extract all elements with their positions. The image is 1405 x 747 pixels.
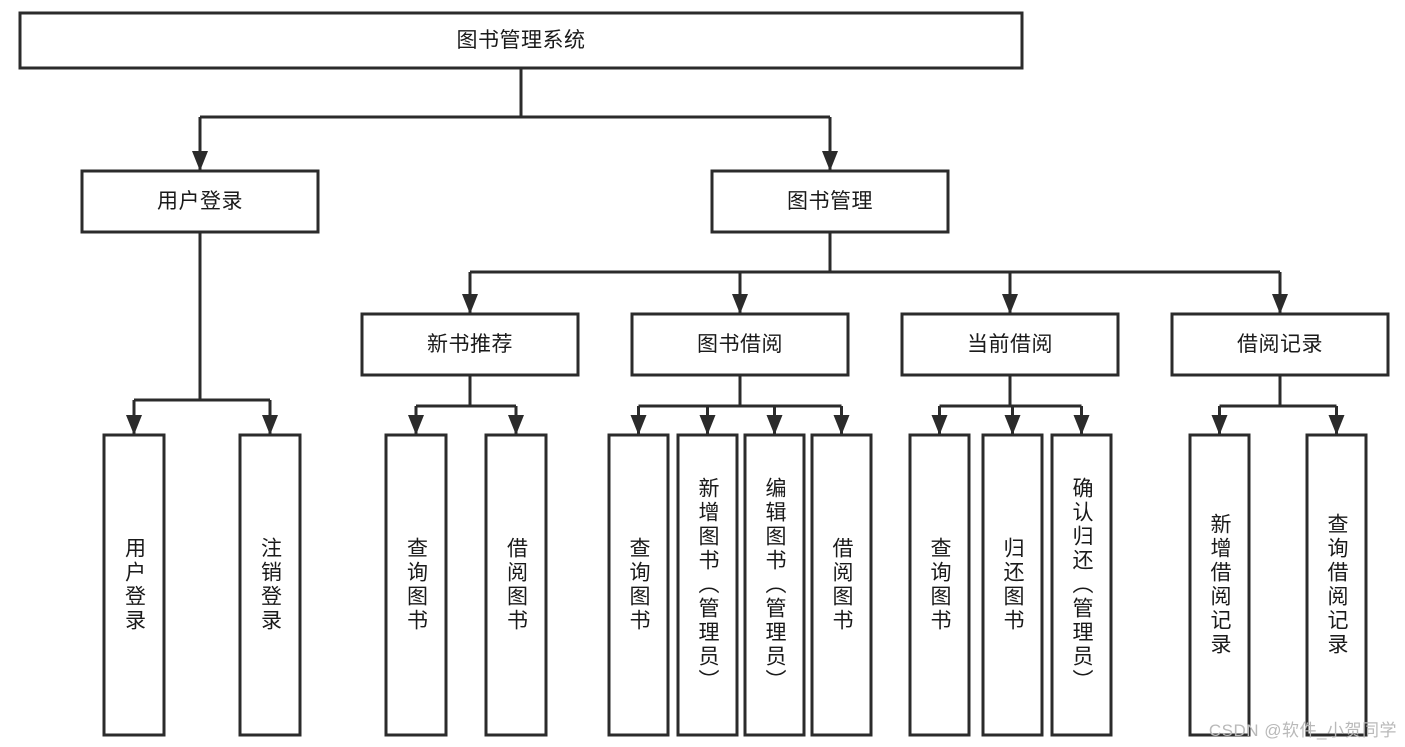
arrow-head-icon [192,151,208,171]
arrow-head-icon [822,151,838,171]
level3-node-box[interactable] [900,312,1120,377]
arrow-head-icon [931,415,948,435]
level2-node-box[interactable] [80,169,320,234]
arrow-head-icon [508,415,524,435]
level3-node-box[interactable] [360,312,580,377]
leaf-node-box[interactable] [1305,433,1368,737]
arrow-head-icon [408,415,424,435]
arrow-head-icon [1002,294,1018,314]
arrow-head-icon [262,415,278,435]
arrow-head-icon [1272,294,1288,314]
leaf-node-box[interactable] [743,433,806,737]
leaf-node-box[interactable] [676,433,739,737]
arrow-head-icon [833,415,850,435]
leaf-node-box[interactable] [810,433,873,737]
leaf-node-box[interactable] [102,433,166,737]
arrow-head-icon [699,415,716,435]
arrow-head-icon [1004,415,1021,435]
boxes-layer [18,11,1390,737]
leaf-node-box[interactable] [981,433,1044,737]
leaf-node-box[interactable] [238,433,302,737]
arrow-head-icon [766,415,783,435]
arrow-head-icon [1073,415,1090,435]
arrow-head-icon [1211,415,1228,435]
leaf-node-box[interactable] [484,433,548,737]
leaf-node-box[interactable] [908,433,971,737]
root-node-box[interactable] [18,11,1024,70]
leaf-node-box[interactable] [607,433,670,737]
arrow-head-icon [126,415,142,435]
leaf-node-box[interactable] [384,433,448,737]
arrow-head-icon [630,415,647,435]
arrow-head-icon [462,294,478,314]
leaf-node-box[interactable] [1188,433,1251,737]
level3-node-box[interactable] [630,312,850,377]
connectors-layer [126,68,1345,435]
leaf-node-box[interactable] [1050,433,1113,737]
level2-node-box[interactable] [710,169,950,234]
level3-node-box[interactable] [1170,312,1390,377]
arrow-head-icon [1328,415,1345,435]
arrow-head-icon [732,294,748,314]
